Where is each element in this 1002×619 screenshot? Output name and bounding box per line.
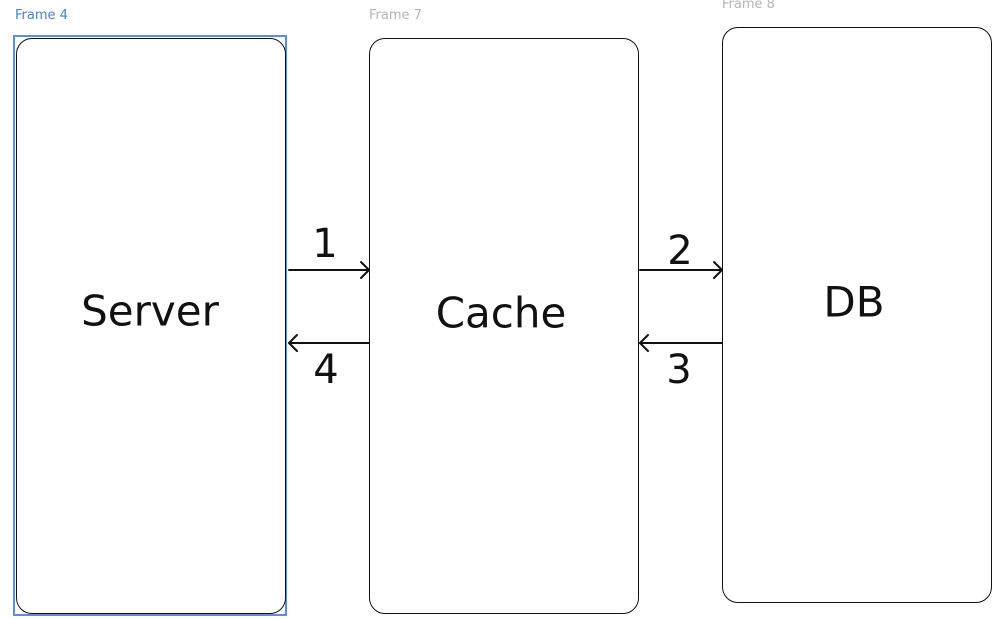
db-label: DB [823,277,885,327]
db-node[interactable] [722,27,992,603]
cache-node[interactable] [369,38,639,614]
cache-label: Cache [435,288,567,338]
arrow-cache-to-db[interactable] [639,261,723,279]
edge-label-3: 3 [666,347,692,393]
edge-label-4: 4 [313,347,339,393]
selection-outline [13,35,287,616]
arrow-cache-to-server[interactable] [288,334,370,352]
server-node[interactable] [16,38,286,614]
frame-8-label[interactable]: Frame 8 [722,0,775,12]
frame-4-label[interactable]: Frame 4 [15,8,68,23]
arrow-server-to-cache[interactable] [288,261,370,279]
frame-7-label[interactable]: Frame 7 [369,8,422,23]
server-label: Server [81,286,219,336]
edge-label-1: 1 [312,221,338,267]
edge-label-2: 2 [667,228,693,274]
arrow-db-to-cache[interactable] [639,334,723,352]
